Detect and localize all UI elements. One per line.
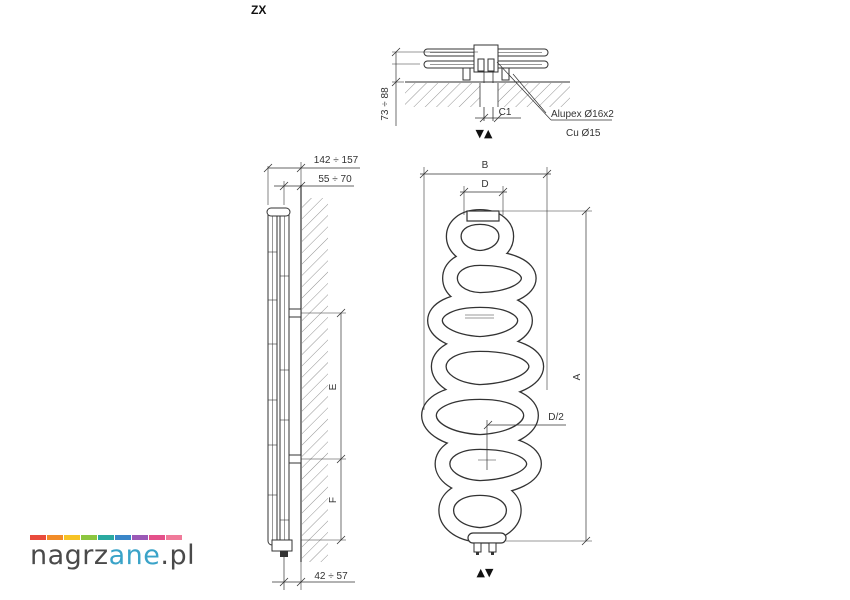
logo-color-segment [98,535,114,540]
front-view [419,167,592,555]
logo-color-segment [64,535,80,540]
top-flow-direction-icon: ▼▲ [476,127,493,140]
logo-text-part-2: ane [108,540,161,571]
logo-color-segment [30,535,46,540]
logo-color-segment [132,535,148,540]
bottom-flow-direction-icon: ▲▼ [477,566,494,579]
mount-height-label-f: F [328,497,339,503]
width-label-b: B [482,160,489,171]
depth-total-label: 142 ÷ 157 [314,155,359,166]
logo-color-segment [47,535,63,540]
logo-text-part-1: nagrz [30,540,109,571]
connection-distance-label: 42 ÷ 57 [314,571,348,582]
wall-distance-label: 55 ÷ 70 [318,174,352,185]
model-code: ZX [251,3,267,17]
side-view-wall [302,198,328,562]
nagrzane-logo[interactable]: nagrzane.pl [30,535,195,569]
bottom-valve [271,539,293,552]
logo-wordmark: nagrzane.pl [30,542,195,569]
loop-width-label-d: D [481,179,488,190]
height-label-a: A [572,373,583,380]
logo-text-part-3: .pl [160,540,196,571]
depth-dimension-label: 73 ÷ 88 [380,87,391,121]
top-collector [466,210,500,222]
logo-color-segment [166,535,182,540]
logo-color-segment [115,535,131,540]
half-loop-label-d2: D/2 [548,412,564,423]
logo-color-segment [149,535,165,540]
top-view [391,44,612,126]
mount-spacing-label-e: E [328,383,339,390]
logo-color-segment [81,535,97,540]
cu-pipe-label: Cu Ø15 [566,128,601,139]
c1-dimension-label: C1 [499,107,512,118]
lower-wall-bracket [288,454,302,464]
logo-color-bar [30,535,195,540]
side-view [263,162,360,590]
alupex-pipe-label: Alupex Ø16x2 [551,109,614,120]
bottom-collector [467,532,507,544]
upper-wall-bracket [288,308,302,318]
